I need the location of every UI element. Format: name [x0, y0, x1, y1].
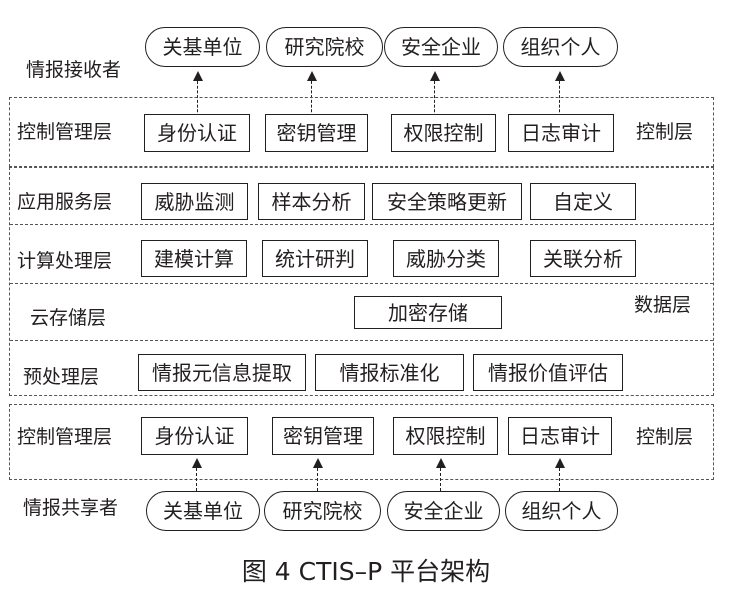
control-top-access-control: 权限控制 [391, 114, 496, 152]
control-layer-top-group [9, 97, 714, 167]
control-bottom-access-control: 权限控制 [393, 417, 498, 455]
receiver-node-critical-infrastructure: 关基单位 [145, 27, 260, 67]
control-bottom-key-management: 密钥管理 [272, 417, 374, 455]
arrow-head-bottom-1 [192, 458, 202, 468]
data-layer-group [9, 167, 714, 396]
control-top-log-audit: 日志审计 [508, 114, 614, 152]
receiver-node-security-company: 安全企业 [384, 27, 498, 67]
metadata-extraction-box: 情报元信息提取 [138, 354, 306, 391]
sharer-node-organization-individual: 组织个人 [505, 491, 618, 531]
correlation-analysis-box: 关联分析 [530, 240, 636, 277]
cloud-storage-label: 云存储层 [30, 307, 107, 329]
receiver-node-organization-individual: 组织个人 [503, 27, 618, 67]
modeling-compute-box: 建模计算 [141, 240, 247, 277]
encrypted-storage-box: 加密存储 [354, 296, 502, 329]
custom-box: 自定义 [530, 183, 636, 220]
standardization-box: 情报标准化 [315, 354, 464, 391]
arrow-head-top-4 [555, 71, 565, 81]
threat-classification-box: 威胁分类 [393, 240, 499, 277]
divider-1 [10, 224, 713, 225]
arrow-head-top-3 [430, 71, 440, 81]
sharer-label: 情报共享者 [23, 497, 119, 519]
sharer-node-security-company: 安全企业 [387, 491, 500, 531]
preprocessing-label: 预处理层 [23, 366, 100, 388]
statistical-judgment-box: 统计研判 [262, 240, 368, 277]
arrow-line-bottom-4 [559, 468, 560, 491]
arrow-head-top-1 [193, 71, 203, 81]
control-bottom-identity-auth: 身份认证 [141, 417, 248, 455]
arrow-line-top-4 [559, 81, 560, 117]
arrow-line-bottom-3 [440, 468, 441, 491]
sharer-node-research-institute: 研究院校 [264, 491, 381, 531]
arrow-line-top-2 [311, 81, 312, 117]
arrow-line-bottom-2 [317, 468, 318, 491]
divider-3 [10, 340, 713, 341]
figure-caption: 图 4 CTIS–P 平台架构 [241, 557, 491, 586]
control-bottom-row-label: 控制管理层 [17, 426, 113, 448]
sample-analysis-box: 样本分析 [258, 183, 365, 220]
arrow-head-top-2 [307, 71, 317, 81]
value-assessment-box: 情报价值评估 [473, 354, 623, 391]
arrow-head-bottom-4 [555, 458, 565, 468]
receiver-label: 情报接收者 [26, 59, 122, 81]
compute-processing-label: 计算处理层 [17, 250, 113, 272]
threat-monitoring-box: 威胁监测 [141, 183, 248, 220]
app-service-label: 应用服务层 [17, 191, 113, 213]
arrow-head-bottom-3 [436, 458, 446, 468]
receiver-node-research-institute: 研究院校 [266, 27, 383, 67]
arrow-line-top-3 [434, 81, 435, 117]
arrow-head-bottom-2 [313, 458, 323, 468]
divider-2 [10, 283, 713, 284]
control-top-key-management: 密钥管理 [265, 114, 368, 152]
control-layer-bottom-group [9, 404, 714, 480]
sharer-node-critical-infrastructure: 关基单位 [146, 491, 260, 531]
arrow-line-bottom-1 [196, 468, 197, 491]
data-layer-group-label: 数据层 [634, 294, 692, 316]
control-top-row-label: 控制管理层 [17, 121, 113, 143]
security-policy-update-box: 安全策略更新 [372, 183, 522, 220]
control-top-group-label: 控制层 [636, 121, 694, 143]
arrow-line-top-1 [197, 81, 198, 117]
control-top-identity-auth: 身份认证 [144, 114, 250, 152]
control-bottom-group-label: 控制层 [636, 426, 694, 448]
control-bottom-log-audit: 日志审计 [508, 417, 612, 455]
